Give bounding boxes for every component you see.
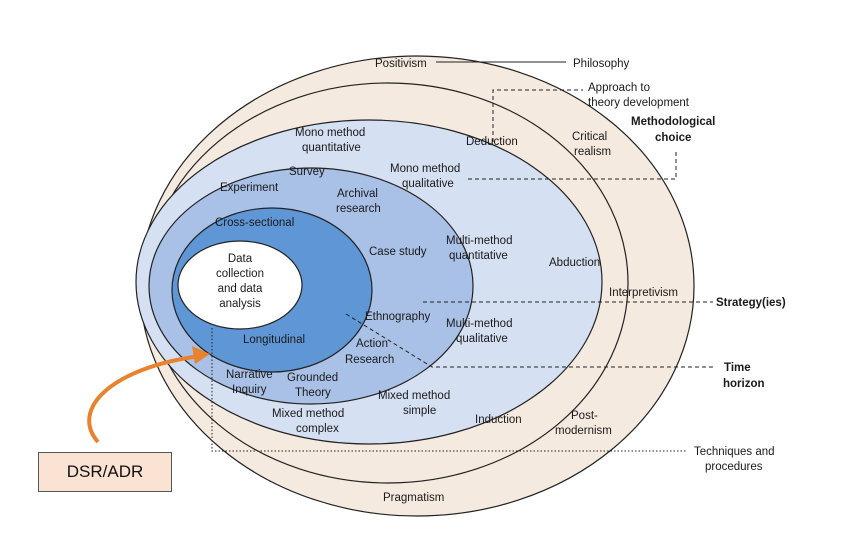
layer-strategies: Strategy(ies) [716,297,786,309]
label-interpretivism: Interpretivism [609,287,678,299]
label-theory: Theory [295,387,331,399]
data-collection-core [177,240,303,330]
label-grounded: Grounded [287,372,338,384]
label-simple: simple [403,405,436,417]
label-archival: Archival [337,188,378,200]
layer-time-2: horizon [723,378,765,390]
layer-approach-1: Approach to [588,82,650,94]
label-mixed-method-2: Mixed method [272,408,344,420]
time-horizon-leader [345,313,713,368]
label-qualitative-1: qualitative [402,178,454,190]
dsr-arrow [87,354,201,444]
layer-approach-2: theory development [588,97,690,109]
label-research-2: Research [345,354,394,366]
label-abduction: Abduction [549,257,600,269]
layer-methodological-2: choice [655,132,691,144]
label-post: Post- [571,410,598,422]
techniques-leader [211,328,687,452]
label-realism: realism [574,146,611,158]
label-positivism: Positivism [375,58,427,70]
label-ethnography: Ethnography [365,311,430,323]
label-core-1: Data [228,253,253,265]
label-action: Action [356,338,388,350]
label-core-2: collection [216,268,264,280]
label-experiment: Experiment [220,182,279,194]
label-inquiry: Inquiry [232,384,267,396]
label-core-4: analysis [219,298,261,310]
label-case-study: Case study [369,246,427,258]
label-survey: Survey [289,166,325,178]
layer-techniques-2: procedures [705,461,763,473]
label-pragmatism: Pragmatism [383,492,444,504]
layer-techniques-1: Techniques and [694,446,775,458]
layer-time-1: Time [724,362,751,374]
label-narrative: Narrative [226,369,273,381]
label-modernism: modernism [555,425,612,437]
approach-leader [492,89,583,142]
dsr-adr-box: DSR/ADR [38,452,172,492]
layer-philosophy: Philosophy [573,58,630,70]
label-longitudinal: Longitudinal [243,334,305,346]
label-quantitative-1: quantitative [302,142,361,154]
label-induction: Induction [475,414,522,426]
methodological-choice-leader [468,150,677,180]
label-mixed-method-1: Mixed method [378,390,450,402]
label-research-1: research [336,203,381,215]
label-cross-sectional: Cross-sectional [215,217,294,229]
dsr-arrowhead [192,346,210,364]
label-qualitative-2: qualitative [456,333,508,345]
label-multi-method-2: Multi-method [446,318,512,330]
label-deduction: Deduction [466,136,518,148]
label-multi-method-1: Multi-method [446,235,512,247]
label-quantitative-2: quantitative [449,250,508,262]
label-mono-method-2: Mono method [390,163,460,175]
label-core-3: and data [218,283,263,295]
layer-methodological-1: Methodological [631,116,715,128]
label-critical: Critical [572,131,607,143]
label-mono-method-1: Mono method [295,127,365,139]
label-complex: complex [296,423,339,435]
